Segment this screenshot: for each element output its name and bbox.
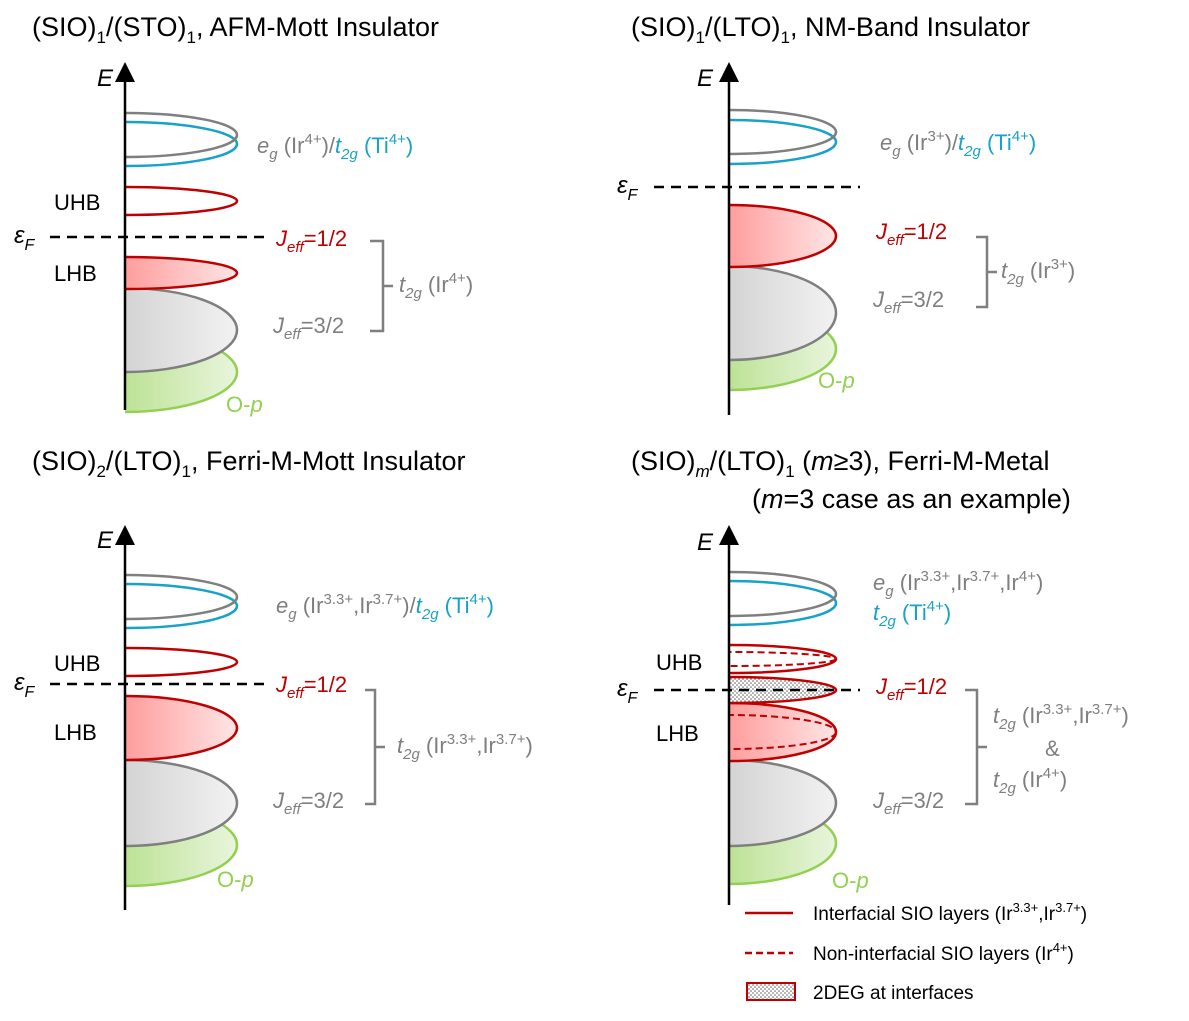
band-shapes (125, 111, 239, 414)
uhb-noninterfacial-band (729, 651, 837, 667)
jeff32-band (729, 758, 838, 848)
panel-sio2-lto1: (SIO)2/(LTO)1, Ferri-M-Mott Insulator E … (14, 446, 533, 910)
eg-label: eg (Ir4+)/t2g (Ti4+) (257, 131, 413, 163)
t2g-ti-band (729, 118, 838, 166)
eg-label: eg (Ir3.3+,Ir3.7+)/t2g (Ti4+) (276, 591, 494, 623)
lhb-band (125, 255, 239, 291)
panel-siom-lto1: (SIO)m/(LTO)1 (m≥3), Ferri-M-Metal (m=3 … (617, 446, 1129, 905)
panel-subtitle: (m=3 case as an example) (752, 484, 1071, 514)
jeff12-band (729, 203, 838, 269)
panel-title: (SIO)2/(LTO)1, Ferri-M-Mott Insulator (32, 446, 466, 481)
fermi-level-label: εF (14, 669, 36, 701)
jeff32-label: Jeff=3/2 (272, 788, 344, 818)
panel-title: (SIO)m/(LTO)1 (m≥3), Ferri-M-Metal (631, 446, 1049, 481)
t2g-label-b: t2g (Ir4+) (993, 765, 1067, 797)
t2g-ti-band (729, 579, 838, 627)
panel-sio1-lto1: (SIO)1/(LTO)1, NM-Band Insulator E εF eg… (617, 12, 1075, 415)
t2g-bracket (965, 688, 987, 806)
fermi-level-label: εF (617, 172, 639, 204)
lhb-noninterfacial-band (729, 714, 837, 750)
panel-sio1-sto1: (SIO)1/(STO)1, AFM-Mott Insulator E εF U… (14, 12, 473, 417)
o-p-label: O-p (217, 867, 254, 892)
lhb-label: LHB (54, 261, 97, 286)
jeff32-band (125, 286, 239, 374)
t2g-bracket (365, 688, 385, 806)
o-p-label: O-p (226, 392, 263, 417)
uhb-label: UHB (54, 190, 100, 215)
t2g-label: t2g (Ir3+) (1001, 256, 1075, 288)
t2g-ti-band (125, 120, 239, 168)
ampersand-label: & (1045, 736, 1060, 761)
jeff12-label: Jeff=1/2 (275, 226, 347, 256)
jeff12-label: Jeff=1/2 (875, 219, 947, 249)
eg-band (125, 573, 239, 621)
jeff32-band (125, 758, 239, 848)
band-shapes (729, 570, 838, 886)
axis-label-e: E (97, 527, 114, 554)
uhb-label: UHB (54, 651, 100, 676)
lhb-band (125, 694, 239, 762)
eg-band (125, 111, 239, 159)
axis-label-e: E (697, 529, 714, 556)
band-shapes (729, 108, 838, 392)
t2g-label: t2g (Ir4+) (399, 270, 473, 302)
jeff12-label: Jeff=1/2 (275, 672, 347, 702)
panel-title: (SIO)1/(LTO)1, NM-Band Insulator (631, 12, 1030, 47)
eg-label: eg (Ir3.3+,Ir3.7+,Ir4+) (873, 568, 1043, 600)
t2g-label: t2g (Ir3.3+,Ir3.7+) (397, 731, 533, 763)
uhb-band (125, 646, 239, 678)
axis-label-e: E (697, 65, 714, 92)
legend-dotted-swatch (746, 982, 796, 1001)
uhb-band (125, 185, 239, 217)
legend-solid-label: Interfacial SIO layers (Ir3.3+,Ir3.7+) (813, 900, 1087, 925)
t2g-label-a: t2g (Ir3.3+,Ir3.7+) (993, 701, 1129, 733)
eg-band (729, 570, 838, 618)
eg-label: eg (Ir3+)/t2g (Ti4+) (880, 128, 1036, 160)
legend-dashed-label: Non-interfacial SIO layers (Ir4+) (813, 940, 1074, 965)
uhb-label: UHB (656, 650, 702, 675)
lhb-label: LHB (656, 721, 699, 746)
fermi-level-label: εF (14, 222, 36, 254)
jeff32-label: Jeff=3/2 (872, 788, 944, 818)
eg-band (729, 108, 838, 156)
t2g-bracket (370, 239, 393, 333)
jeff32-band (729, 264, 838, 362)
o-p-label: O-p (818, 368, 855, 393)
fermi-level-label: εF (617, 675, 639, 707)
jeff12-label: Jeff=1/2 (875, 674, 947, 704)
jeff32-label: Jeff=3/2 (272, 313, 344, 343)
t2g-ti-label: t2g (Ti4+) (873, 598, 951, 630)
lhb-label: LHB (54, 720, 97, 745)
t2g-ti-band (125, 582, 239, 630)
t2g-bracket (976, 235, 997, 309)
panel-title: (SIO)1/(STO)1, AFM-Mott Insulator (32, 12, 439, 47)
axis-label-e: E (97, 65, 114, 92)
jeff32-label: Jeff=3/2 (872, 287, 944, 317)
legend: Interfacial SIO layers (Ir3.3+,Ir3.7+) N… (745, 900, 1087, 1004)
o-p-label: O-p (832, 868, 869, 893)
band-shapes (125, 573, 239, 888)
legend-dotted-label: 2DEG at interfaces (813, 983, 974, 1004)
